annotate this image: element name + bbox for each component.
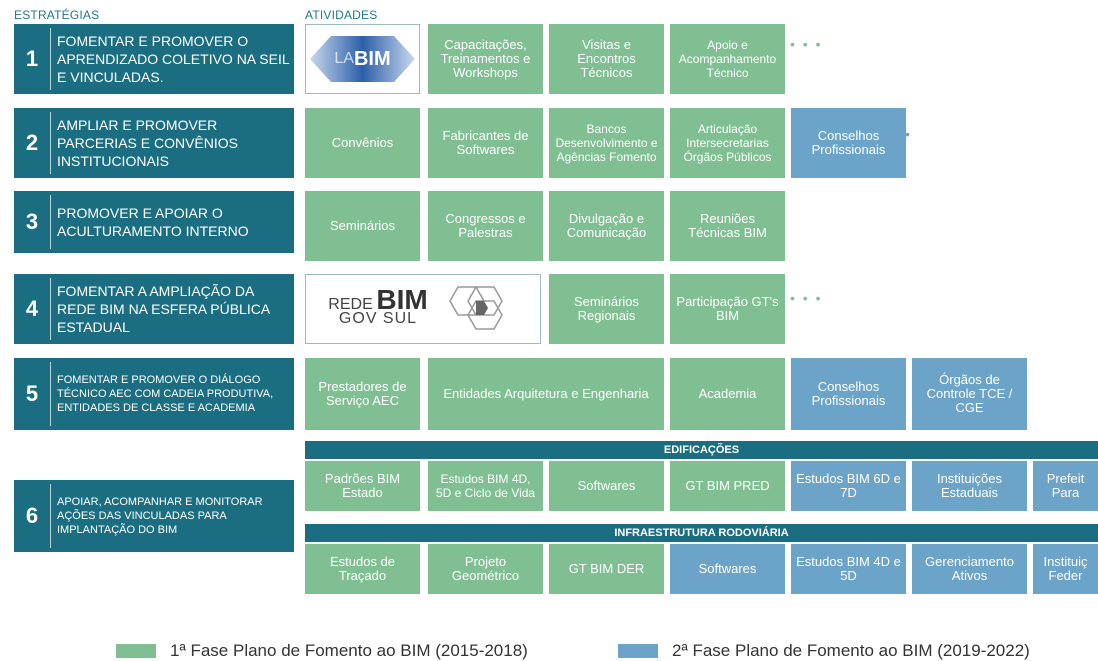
- strategy-text: AMPLIAR E PROMOVER PARCERIAS E CONVÊNIOS…: [50, 112, 290, 174]
- activity-bim-6d-7d: Estudos BIM 6D e 7D: [791, 461, 906, 511]
- activity-gt-bim-pred: GT BIM PRED: [670, 461, 785, 511]
- strategy-text: FOMENTAR A AMPLIAÇÃO DA REDE BIM NA ESFE…: [50, 278, 290, 340]
- activity-gt-participation: Participação GT's BIM: [670, 274, 785, 344]
- activity-service-providers: Prestadores de Serviço AEC: [305, 358, 420, 430]
- labbim-logo: LA BIM: [305, 24, 420, 94]
- strategy-number: 6: [25, 503, 39, 528]
- labbim-diamond-icon: LA BIM: [310, 36, 415, 82]
- band-infraestrutura: INFRAESTRUTURA RODOVIÁRIA: [305, 524, 1098, 542]
- activity-meetings: Reuniões Técnicas BIM: [670, 191, 785, 261]
- strategy-number: 5: [25, 381, 39, 406]
- logo-text: BIM: [353, 48, 391, 70]
- legend-label: 2ª Fase Plano de Fomento ao BIM (2019-20…: [672, 641, 1030, 660]
- activity-articulation: Articulação Intersecretarias Órgãos Públ…: [670, 108, 785, 178]
- activity-federal-institutions: Instituiç Feder: [1033, 544, 1098, 594]
- logo-bim-text: BIM: [376, 283, 428, 315]
- strategy-number: 1: [25, 46, 39, 71]
- hexagon-network-icon: [448, 286, 503, 330]
- activity-softwares-edif: Softwares: [549, 461, 664, 511]
- strategy-4: 4 FOMENTAR A AMPLIAÇÃO DA REDE BIM NA ES…: [14, 274, 294, 344]
- band-edificacoes: EDIFICAÇÕES: [305, 441, 1098, 459]
- activity-entities: Entidades Arquitetura e Engenharia: [428, 358, 664, 430]
- activity-councils-5: Conselhos Profissionais: [791, 358, 906, 430]
- legend-swatch: [618, 644, 658, 658]
- legend-label: 1ª Fase Plano de Fomento ao BIM (2015-20…: [170, 641, 528, 660]
- rede-bim-logo: REDE BIM GOV SUL: [305, 274, 541, 344]
- strategy-3: 3 PROMOVER E APOIAR O ACULTURAMENTO INTE…: [14, 191, 294, 253]
- strategy-number: 2: [25, 130, 39, 155]
- strategy-6: 6 APOIAR, ACOMPANHAR E MONITORAR AÇÕES D…: [14, 480, 294, 552]
- strategy-5: 5 FOMENTAR E PROMOVER O DIÁLOGO TÉCNICO …: [14, 358, 294, 430]
- activity-state-institutions: Instituições Estaduais: [912, 461, 1027, 511]
- activity-gt-bim-der: GT BIM DER: [549, 544, 664, 594]
- activity-softwares-infra: Softwares: [670, 544, 785, 594]
- activity-seminars: Seminários: [305, 191, 420, 261]
- more-dots: • • •: [790, 36, 823, 52]
- strategies-header: ESTRATÉGIAS: [14, 8, 100, 22]
- legend-phase-2: 2ª Fase Plano de Fomento ao BIM (2019-20…: [618, 641, 1030, 661]
- legend-swatch: [116, 644, 156, 658]
- activity-training: Capacitações, Treinamentos e Workshops: [428, 24, 543, 94]
- activity-academia: Academia: [670, 358, 785, 430]
- strategy-text: PROMOVER E APOIAR O ACULTURAMENTO INTERN…: [50, 195, 290, 249]
- activity-geometric-project: Projeto Geométrico: [428, 544, 543, 594]
- activity-route-studies: Estudos de Traçado: [305, 544, 420, 594]
- activity-regional-seminars: Seminários Regionais: [549, 274, 664, 344]
- strategy-1: 1 FOMENTAR E PROMOVER O APRENDIZADO COLE…: [14, 24, 294, 94]
- activity-agreements: Convênios: [305, 108, 420, 178]
- legend-phase-1: 1ª Fase Plano de Fomento ao BIM (2015-20…: [116, 641, 528, 661]
- activity-communication: Divulgação e Comunicação: [549, 191, 664, 261]
- activity-asset-management: Gerenciamento Ativos: [912, 544, 1027, 594]
- strategy-text: APOIAR, ACOMPANHAR E MONITORAR AÇÕES DAS…: [50, 484, 290, 548]
- activities-header: ATIVIDADES: [305, 8, 378, 22]
- activity-banks: Bancos Desenvolvimento e Agências Foment…: [549, 108, 664, 178]
- activity-software-makers: Fabricantes de Softwares: [428, 108, 543, 178]
- strategy-text: FOMENTAR E PROMOVER O DIÁLOGO TÉCNICO AE…: [50, 362, 290, 426]
- strategy-2: 2 AMPLIAR E PROMOVER PARCERIAS E CONVÊNI…: [14, 108, 294, 178]
- logo-prefix: LA: [334, 50, 354, 67]
- activity-bim-4d-5d-infra: Estudos BIM 4D e 5D: [791, 544, 906, 594]
- activity-congresses: Congressos e Palestras: [428, 191, 543, 261]
- strategy-number: 4: [25, 296, 39, 321]
- more-dots: • • •: [790, 290, 823, 306]
- activity-bim-standards: Padrões BIM Estado: [305, 461, 420, 511]
- activity-support: Apoio e Acompanhamento Técnico: [670, 24, 785, 94]
- logo-gov-text: GOV SUL: [338, 309, 418, 327]
- activity-control-organs: Órgãos de Controle TCE / CGE: [912, 358, 1027, 430]
- activity-councils: Conselhos Profissionais: [791, 108, 906, 178]
- logo-rede-text: REDE: [328, 295, 373, 313]
- more-dots: •: [905, 126, 912, 142]
- strategy-text: FOMENTAR E PROMOVER O APRENDIZADO COLETI…: [50, 28, 290, 90]
- activity-prefectures: Prefeit Para: [1033, 461, 1098, 511]
- activity-bim-4d-5d: Estudos BIM 4D, 5D e Ciclo de Vida: [428, 461, 543, 511]
- activity-visits: Visitas e Encontros Técnicos: [549, 24, 664, 94]
- strategy-number: 3: [25, 209, 39, 234]
